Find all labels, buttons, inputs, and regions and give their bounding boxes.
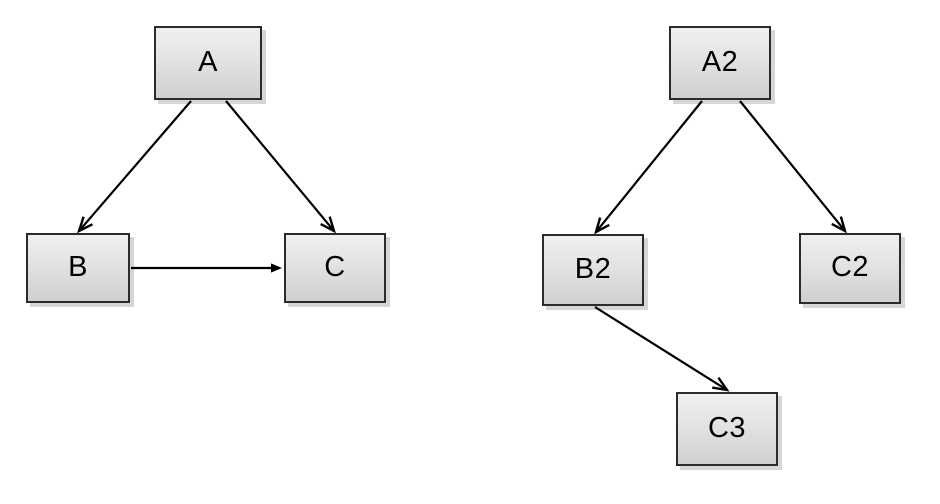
node-label: B2 — [574, 252, 612, 285]
edge-a2-c2 — [739, 100, 847, 234]
node-label: C — [324, 250, 346, 283]
node-b[interactable]: B — [26, 233, 130, 303]
node-b2[interactable]: B2 — [542, 234, 644, 306]
edge-a2-b2 — [594, 100, 703, 235]
node-a[interactable]: A — [154, 26, 262, 100]
node-label: C3 — [707, 411, 747, 444]
edge-b-c — [131, 263, 282, 273]
edge-a-b — [76, 100, 192, 234]
node-c3[interactable]: C3 — [676, 392, 778, 466]
node-label: A2 — [701, 45, 739, 78]
node-label: B — [68, 250, 88, 283]
edge-b2-c3 — [594, 306, 730, 392]
node-label: A — [198, 45, 218, 78]
node-c[interactable]: C — [284, 233, 386, 303]
edge-a-c — [225, 100, 336, 234]
node-c2[interactable]: C2 — [799, 233, 901, 304]
node-a2[interactable]: A2 — [669, 26, 771, 100]
node-label: C2 — [830, 251, 870, 283]
